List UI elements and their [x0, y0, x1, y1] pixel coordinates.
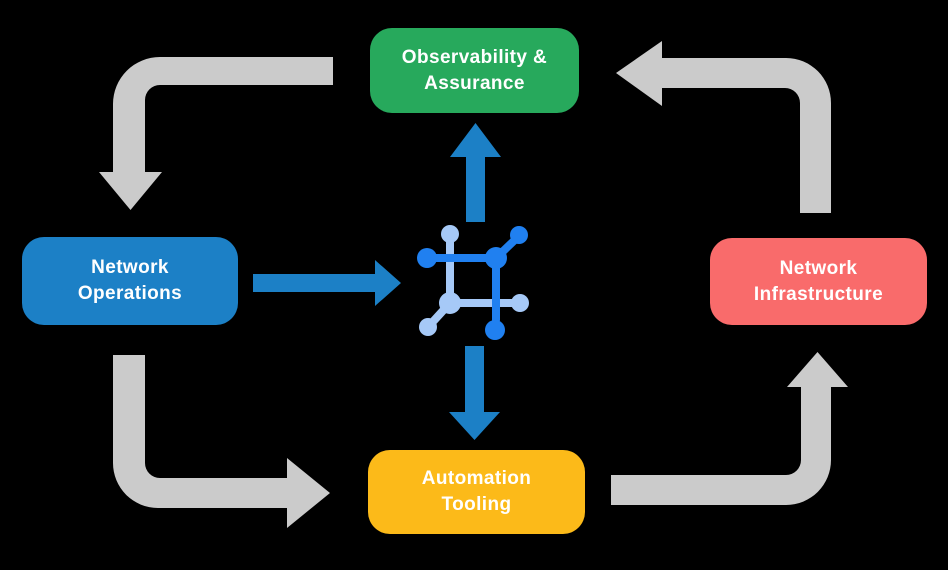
- flow-arrow-hub-to-observability: [450, 123, 501, 222]
- node-label-line1: Automation: [421, 468, 532, 489]
- node-label-line2: Infrastructure: [753, 283, 884, 305]
- node-network-infrastructure: Network Infrastructure: [710, 238, 927, 325]
- node-label-line2: Operations: [77, 283, 183, 304]
- node-label-line1: Network: [779, 257, 858, 279]
- node-label-line1: Network: [91, 257, 169, 278]
- flow-arrow-operations-to-hub: [253, 260, 401, 306]
- flow-arrow-hub-to-automation: [449, 346, 500, 440]
- cycle-arrow-top-right: [616, 41, 831, 213]
- node-automation-tooling: Automation Tooling: [368, 450, 585, 534]
- cycle-arrow-bottom-left: [113, 355, 330, 528]
- node-label-line2: Assurance: [424, 72, 525, 94]
- node-label-line2: Tooling: [441, 494, 512, 515]
- node-network-operations: Network Operations: [22, 237, 238, 325]
- node-label-line1: Observability &: [401, 46, 548, 68]
- cycle-arrow-top-left: [99, 57, 333, 210]
- network-hub-icon: [417, 225, 529, 340]
- node-observability-assurance: Observability & Assurance: [370, 28, 579, 113]
- cycle-arrow-bottom-right: [611, 352, 848, 505]
